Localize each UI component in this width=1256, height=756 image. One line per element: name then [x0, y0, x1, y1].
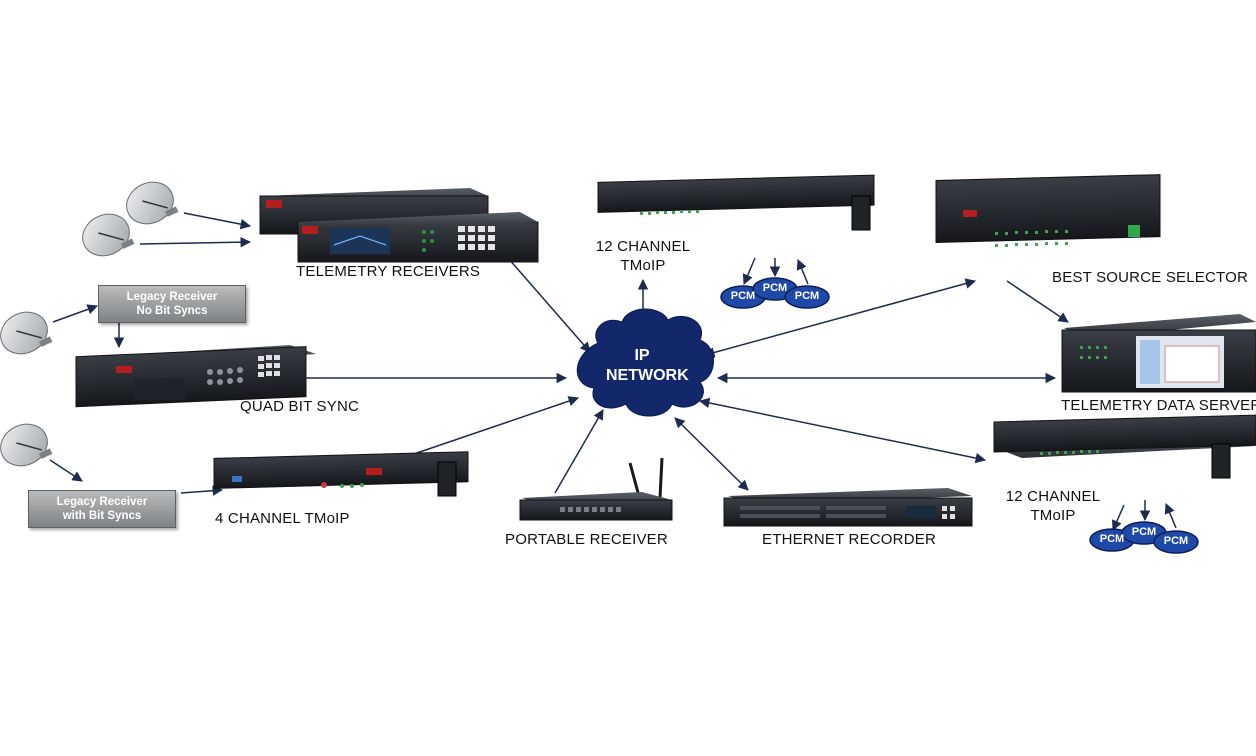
- arrow-best-source-to-server: [1006, 280, 1069, 323]
- arrow-dish-to-legacy-1: [52, 304, 98, 323]
- portable-receiver-image: [519, 457, 673, 521]
- arrow-dish-to-receiver-1: [183, 212, 252, 230]
- pcm-label: PCM: [730, 290, 756, 302]
- telemetry-receivers-label: TELEMETRY RECEIVERS: [296, 263, 481, 280]
- portable-receiver-label: PORTABLE RECEIVER: [505, 531, 668, 548]
- best-source-selector-image: [935, 174, 1161, 247]
- arrow-dish-to-receiver-2: [139, 236, 252, 248]
- pcm-group-top: [720, 277, 830, 309]
- twelve-channel-tmoip-bottom-label: 12 CHANNEL TMoIP: [1004, 487, 1102, 525]
- telemetry-data-server-label: TELEMETRY DATA SERVER: [1061, 397, 1256, 414]
- legacy-with-bit-syncs-line2: with Bit Syncs: [62, 510, 142, 522]
- pcm-label: PCM: [762, 282, 788, 294]
- pcm-label: PCM: [1163, 535, 1189, 547]
- twelve-channel-bottom-line2: TMoIP: [1030, 507, 1076, 524]
- satellite-dish-icon: [0, 423, 53, 467]
- four-channel-tmoip-image: [213, 451, 469, 497]
- arrow-pcm-top-1: [742, 257, 756, 285]
- legacy-no-bit-syncs-line2: No Bit Syncs: [136, 305, 208, 317]
- ethernet-recorder-image: [723, 488, 973, 527]
- arrow-dish-to-legacy-2: [49, 459, 83, 482]
- ip-network-cloud: [576, 308, 714, 417]
- twelve-channel-top-line1: 12 CHANNEL: [595, 238, 691, 255]
- twelve-channel-top-line2: TMoIP: [620, 257, 666, 274]
- satellite-dish-icon: [82, 213, 135, 257]
- quad-bit-sync-image: [75, 345, 316, 408]
- pcm-label: PCM: [794, 290, 820, 302]
- network-label-line2: NETWORK: [606, 367, 689, 384]
- legacy-receiver-with-bit-syncs: Legacy Receiver with Bit Syncs: [28, 490, 176, 528]
- arrow-pcm-top-3: [796, 259, 809, 285]
- network-label-line1: IP: [634, 347, 650, 364]
- twelve-channel-tmoip-top-label: 12 CHANNEL TMoIP: [594, 237, 692, 275]
- arrow-4ch-to-network: [407, 396, 579, 457]
- pcm-label: PCM: [1131, 526, 1157, 538]
- pcm-group-bottom: [1089, 521, 1199, 554]
- pcm-label: PCM: [1099, 533, 1125, 545]
- legacy-with-bit-syncs-line1: Legacy Receiver: [56, 496, 148, 508]
- arrow-network-12ch-bottom: [698, 397, 987, 464]
- ethernet-recorder-label: ETHERNET RECORDER: [762, 531, 936, 548]
- telemetry-receivers-image: [259, 188, 539, 263]
- arrow-pcm-bottom-1: [1112, 504, 1125, 531]
- legacy-no-bit-syncs-line1: Legacy Receiver: [126, 291, 218, 303]
- twelve-channel-tmoip-bottom-image: [993, 414, 1256, 479]
- satellite-dish-icon: [0, 311, 53, 355]
- arrow-pcm-bottom-3: [1164, 503, 1177, 529]
- arrow-legacy-to-4ch: [180, 485, 224, 496]
- twelve-channel-bottom-line1: 12 CHANNEL: [1005, 488, 1101, 505]
- legacy-receiver-no-bit-syncs: Legacy Receiver No Bit Syncs: [98, 285, 246, 323]
- connector-lines: [49, 212, 1177, 531]
- quad-bit-sync-label: QUAD BIT SYNC: [240, 398, 360, 415]
- arrow-portable-to-network: [554, 409, 604, 494]
- arrow-network-best-source: [703, 278, 977, 358]
- best-source-selector-label: BEST SOURCE SELECTOR: [1052, 269, 1248, 286]
- telemetry-data-server-image: [1061, 314, 1256, 393]
- arrow-receivers-to-network: [507, 257, 591, 353]
- satellite-dish-icon: [126, 181, 179, 225]
- twelve-channel-tmoip-top-image: [597, 174, 875, 231]
- network-label: IP NETWORK: [606, 346, 689, 386]
- four-channel-tmoip-label: 4 CHANNEL TMoIP: [215, 510, 350, 527]
- arrow-network-recorder: [674, 417, 749, 491]
